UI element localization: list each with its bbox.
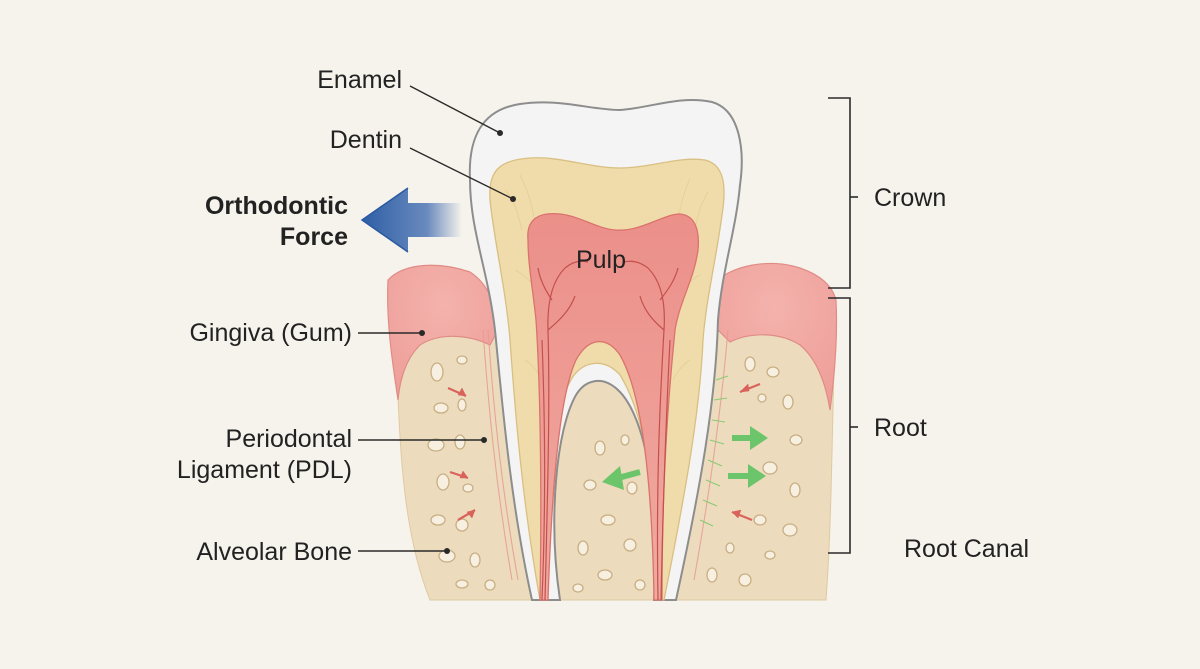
pdl-tension-fibers — [699, 375, 729, 527]
label-root: Root — [874, 414, 927, 442]
leader-dentin — [409, 147, 514, 200]
label-orthodontic-force-1: Orthodontic — [205, 192, 348, 220]
label-enamel: Enamel — [317, 66, 402, 94]
label-alveolar-bone: Alveolar Bone — [196, 538, 352, 566]
tooth — [468, 98, 743, 601]
label-crown: Crown — [874, 184, 946, 212]
label-dentin: Dentin — [330, 126, 402, 154]
periodontal-ligament — [482, 329, 729, 581]
label-pulp: Pulp — [576, 246, 626, 274]
label-orthodontic-force-2: Force — [280, 223, 348, 251]
leader-lines — [358, 85, 516, 554]
brackets — [828, 97, 858, 554]
leader-enamel — [409, 85, 501, 134]
label-pdl-2: Ligament (PDL) — [177, 456, 352, 484]
compression-arrows — [447, 382, 761, 522]
labels: Enamel Dentin Orthodontic Force Pulp Gin… — [177, 66, 1029, 566]
label-root-canal: Root Canal — [904, 535, 1029, 563]
root-bracket — [828, 297, 851, 554]
label-gingiva: Gingiva (Gum) — [189, 319, 352, 347]
tension-arrows — [602, 426, 768, 490]
gingiva — [387, 262, 838, 411]
label-pdl-1: Periodontal — [226, 425, 352, 453]
pulp-vessels — [537, 260, 679, 601]
orthodontic-force-arrow — [360, 187, 462, 253]
crown-bracket — [828, 97, 851, 289]
pulp-chamber — [527, 212, 700, 601]
